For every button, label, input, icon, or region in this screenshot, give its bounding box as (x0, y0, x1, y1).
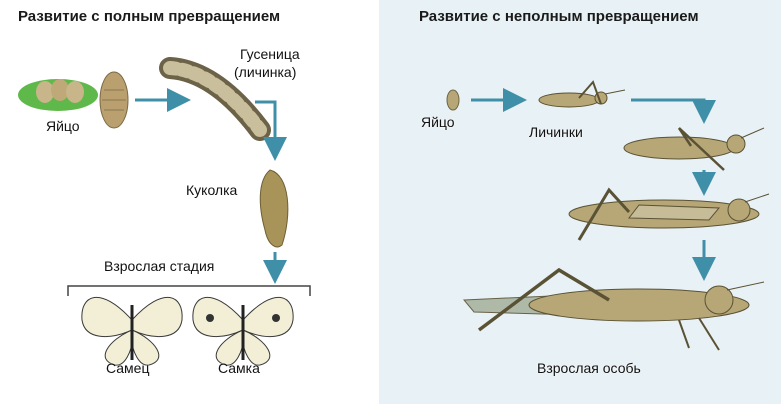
pupa-illustration (259, 169, 289, 248)
adult-stage-label: Взрослая стадия (104, 258, 215, 274)
grasshopper-egg-illustration (446, 89, 460, 111)
male-butterfly-illustration (81, 297, 183, 366)
nymph-2-illustration (623, 127, 765, 171)
nymph-1-illustration (538, 80, 626, 108)
incomplete-metamorphosis-panel: Развитие с неполным превращением Яйцо Ли… (379, 0, 781, 404)
incomplete-metamorphosis-title: Развитие с неполным превращением (419, 8, 699, 25)
leaf-with-eggs-illustration (18, 71, 129, 129)
nymph-3-illustration (568, 187, 770, 241)
complete-metamorphosis-illustration (18, 57, 311, 366)
incomplete-metamorphosis-illustration (446, 80, 770, 351)
arrow-nymph1-to-nymph2 (631, 98, 716, 124)
larvae-label: Личинки (529, 124, 583, 140)
grasshopper-egg-label: Яйцо (421, 114, 455, 130)
adult-individual-label: Взрослая особь (537, 360, 641, 376)
caterpillar-label: Гусеница (240, 46, 300, 62)
caterpillar-illustration (159, 57, 271, 141)
adult-stage-bracket (67, 285, 311, 296)
adult-grasshopper-illustration (462, 267, 765, 351)
female-butterfly-illustration (192, 297, 294, 366)
egg-label: Яйцо (46, 118, 80, 134)
arrow-caterpillar-to-pupa (255, 100, 287, 161)
male-label: Самец (106, 360, 150, 376)
pupa-label: Куколка (186, 182, 238, 198)
complete-metamorphosis-title: Развитие с полным превращением (18, 8, 281, 25)
caterpillar-note-label: (личинка) (234, 64, 297, 80)
female-label: Самка (218, 360, 260, 376)
complete-metamorphosis-panel: Развитие с полным превращением Яйцо Гусе… (0, 0, 379, 404)
